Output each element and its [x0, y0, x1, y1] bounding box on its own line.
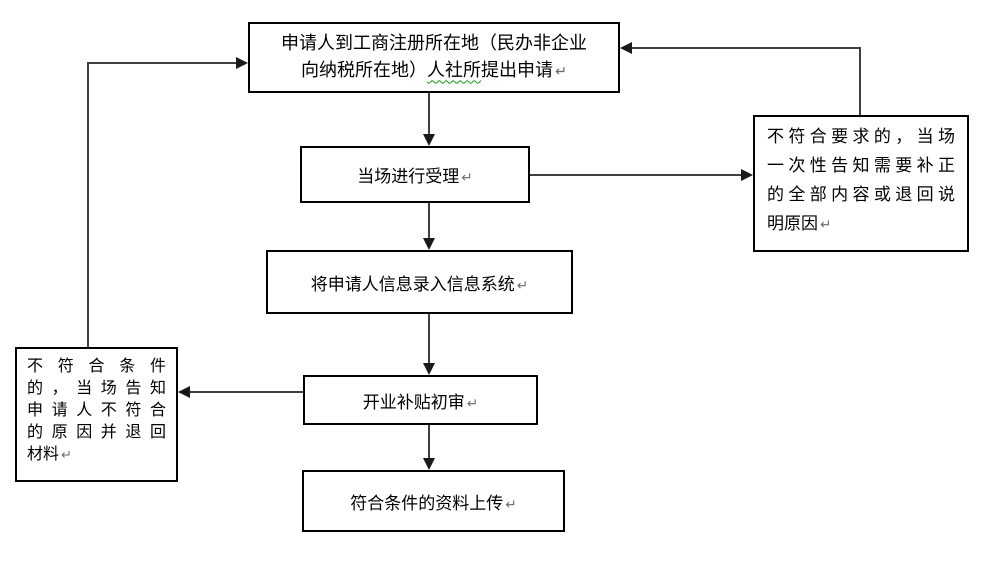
flow-box-text-segment: 开业补贴初审: [362, 392, 465, 413]
connector-reject-right-feedback-horizontal: [632, 47, 861, 49]
flow-box-text-line: 的原因并退回: [27, 422, 166, 441]
connector-reject-left-feedback-vertical: [87, 63, 89, 347]
arrowhead-down-icon: [423, 458, 435, 470]
flow-box-text-segment: 将申请人信息录入信息系统: [310, 274, 515, 295]
flow-box-text-line: 明原因↵: [767, 210, 955, 240]
arrowhead-right-icon: [741, 169, 753, 181]
arrowhead-right-icon: [236, 57, 248, 69]
flow-box-text-segment: 当场进行受理: [357, 167, 460, 187]
flow-box-text-segment: 材料: [27, 444, 60, 463]
flow-box-subsidy-initial-review: 开业补贴初审↵: [303, 375, 538, 425]
flow-box-text-line: 当场进行受理↵: [302, 162, 528, 187]
flow-box-enter-info-system: 将申请人信息录入信息系统↵: [266, 250, 573, 314]
flow-box-on-site-acceptance: 当场进行受理↵: [300, 146, 530, 203]
paragraph-return-mark: ↵: [505, 496, 517, 513]
flow-box-text-line: 的，当场告知: [27, 378, 166, 397]
flow-box-submit-application: 申请人到工商注册所在地（民办非企业 向纳税所在地）人社所提出申请↵: [248, 22, 620, 93]
flow-box-reject-correction-notice: 不符合要求的，当场 一次性告知需要补正 的全部内容或退回说 明原因↵: [753, 115, 969, 252]
paragraph-return-mark: ↵: [554, 63, 568, 80]
paragraph-return-mark: ↵: [461, 170, 473, 186]
flow-box-text-line: 申请人到工商注册所在地（民办非企业: [281, 32, 587, 54]
paragraph-return-mark: ↵: [61, 448, 72, 463]
flow-box-text-segment: 符合条件的资料上传: [350, 493, 504, 514]
flow-box-text-line: 向纳税所在地）人社所提出申请↵: [250, 57, 618, 86]
connector-accept-to-record: [428, 203, 430, 238]
arrowhead-down-icon: [423, 238, 435, 250]
flow-box-text-line: 一次性告知需要补正: [767, 156, 955, 176]
connector-record-to-review: [428, 314, 430, 363]
connector-reject-left-feedback-horizontal: [87, 62, 236, 64]
arrowhead-left-icon: [178, 386, 190, 398]
connector-review-to-reject-left: [190, 391, 303, 393]
flow-box-text-line: 开业补贴初审↵: [305, 388, 536, 413]
arrowhead-down-icon: [423, 363, 435, 375]
flow-box-text-line: 材料↵: [27, 443, 166, 467]
paragraph-return-mark: ↵: [466, 395, 479, 412]
arrowhead-down-icon: [423, 134, 435, 146]
flow-box-text-line: 将申请人信息录入信息系统↵: [268, 270, 571, 295]
connector-review-to-upload: [428, 425, 430, 458]
flow-box-text-segment: 向纳税所在地）: [300, 59, 427, 81]
flow-box-text-line: 申请人不符合: [27, 400, 166, 419]
flow-box-text-line: 符合条件的资料上传↵: [304, 489, 563, 514]
connector-apply-to-accept: [428, 93, 430, 134]
flow-box-text-line: 的全部内容或退回说: [767, 185, 955, 205]
flow-box-text-line: 不符合条件: [27, 356, 166, 375]
flow-box-reject-return-materials: 不符合条件 的，当场告知 申请人不符合 的原因并退回 材料↵: [15, 347, 178, 482]
flow-box-text-segment: 提出申请: [480, 59, 553, 81]
flow-box-upload-qualified-materials: 符合条件的资料上传↵: [302, 470, 565, 532]
paragraph-return-mark: ↵: [820, 217, 832, 233]
arrowhead-left-icon: [620, 42, 632, 54]
flow-box-text-segment: 明原因: [767, 214, 818, 234]
spellcheck-squiggle-text: 人社所: [426, 59, 481, 81]
flow-box-text-line: 不符合要求的，当场: [767, 127, 955, 147]
paragraph-return-mark: ↵: [516, 277, 529, 294]
connector-reject-right-feedback-vertical: [859, 48, 861, 115]
connector-accept-to-reject-right: [530, 174, 741, 176]
